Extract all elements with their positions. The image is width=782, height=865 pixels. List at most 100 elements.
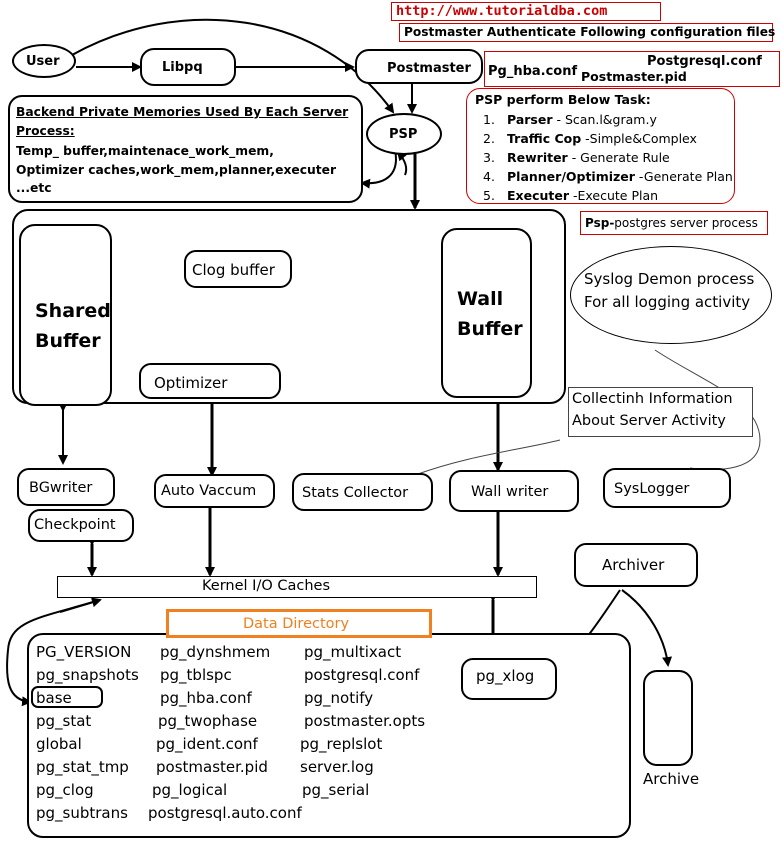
dir-item: pg_twophase	[158, 712, 258, 730]
wall-buffer-node: Wall Buffer	[441, 228, 532, 398]
psp-task-item: 5.Executer -Execute Plan	[483, 188, 659, 203]
dir-item: pg_serial	[302, 781, 370, 799]
backend-memory-box: Backend Private Memories Used By Each Se…	[8, 95, 363, 203]
dir-item: postgresql.auto.conf	[148, 804, 302, 822]
psp-definition: Psp-postgres server process	[585, 216, 758, 230]
backend-memory-line-1: Temp_ buffer,maintenace_work_mem,	[16, 144, 274, 158]
syslogger-label: SysLogger	[614, 481, 690, 497]
archiver-label: Archiver	[602, 556, 665, 574]
psp-backend-arrow	[360, 149, 397, 189]
dir-item: postmaster.pid	[156, 758, 268, 776]
shared-buffer-node: Shared Buffer	[19, 224, 112, 406]
kernel-base-curve-head	[59, 597, 102, 613]
psp-task-item: 3.Rewriter - Generate Rule	[483, 150, 670, 165]
auto-vaccum-node: Auto Vaccum	[154, 474, 275, 508]
clog-buffer-label: Clog buffer	[192, 261, 275, 279]
dir-item: server.log	[300, 758, 374, 776]
dir-item: pg_dynshmem	[160, 643, 271, 661]
dir-item: base	[36, 689, 72, 707]
dir-item: pg_clog	[36, 781, 94, 799]
wall-writer-label: Wall writer	[471, 484, 549, 500]
bgwriter-node: BGwriter	[17, 468, 115, 506]
stats-note-box: Collectinh Information About Server Acti…	[568, 387, 753, 437]
pg-xlog-label: pg_xlog	[476, 667, 535, 685]
optimizer-node: Optimizer	[139, 363, 281, 399]
archiver-node: Archiver	[574, 543, 698, 587]
syslog-bubble-line-2: For all logging activity	[584, 293, 751, 311]
syslogger-node: SysLogger	[603, 468, 731, 508]
stats-note-line-2: About Server Activity	[572, 413, 726, 429]
user-label: User	[26, 54, 60, 69]
dir-item: pg_subtrans	[36, 804, 128, 822]
shared-buffer-label-1: Shared	[35, 300, 111, 322]
dir-item: pg_logical	[152, 781, 228, 799]
wall-writer-node: Wall writer	[449, 470, 579, 512]
psp-task-item: 1.Parser - Scan.l&gram.y	[483, 112, 657, 127]
pg-xlog-node: pg_xlog	[461, 658, 557, 700]
psp-tasks-box: PSP perform Below Task: 1.Parser - Scan.…	[466, 88, 735, 204]
syslog-bubble-line-1: Syslog Demon process	[584, 270, 755, 288]
optimizer-label: Optimizer	[154, 374, 228, 392]
postgresql-conf-label: Postgresql.conf	[647, 54, 762, 69]
psp-definition-box: Psp-postgres server process	[580, 211, 768, 235]
dir-item: pg_stat_tmp	[36, 758, 129, 776]
pg-hba-conf-label: Pg_hba.conf	[488, 64, 578, 79]
backend-memory-line-2: Optimizer caches,work_mem,planner,execut…	[16, 163, 337, 177]
libpq-node: Libpq	[140, 48, 236, 86]
base-highlight	[31, 686, 103, 708]
user-node: User	[12, 44, 76, 78]
psp-task-item: 4.Planner/Optimizer -Generate Plan	[483, 169, 733, 184]
dir-item: pg_replslot	[300, 735, 383, 753]
dir-item: pg_ident.conf	[156, 735, 258, 753]
postmaster-node: Postmaster	[355, 49, 483, 84]
psp-task-item: 2.Traffic Cop -Simple&Complex	[483, 131, 697, 146]
dir-item: pg_snapshots	[36, 666, 139, 684]
stats-collector-node: Stats Collector	[292, 473, 433, 511]
dir-item: PG_VERSION	[36, 643, 132, 661]
dir-item: global	[36, 735, 82, 753]
libpq-label: Libpq	[162, 60, 203, 75]
data-directory-title-box: Data Directory	[166, 609, 432, 638]
dir-item: postgresql.conf	[304, 666, 420, 684]
dir-item: pg_multixact	[304, 643, 402, 661]
kernel-label: Kernel I/O Caches	[202, 578, 330, 594]
backend-memory-title-2: Process:	[16, 124, 75, 138]
dir-item: pg_hba.conf	[160, 689, 252, 707]
wall-buffer-label-2: Buffer	[457, 318, 523, 340]
psp-tasks-title: PSP perform Below Task:	[475, 92, 651, 107]
stats-note-line-1: Collectinh Information	[572, 391, 733, 407]
checkpoint-node: Checkpoint	[28, 509, 134, 542]
postmaster-label: Postmaster	[387, 61, 471, 76]
stats-connector	[414, 439, 561, 476]
auth-title: Postmaster Authenticate Following config…	[404, 25, 776, 39]
shared-buffer-label-2: Buffer	[35, 330, 101, 352]
postmaster-pid-label: Postmaster.pid	[581, 69, 687, 84]
dir-item: pg_stat	[36, 712, 92, 730]
data-directory-title: Data Directory	[243, 616, 350, 632]
psp-backend-arrow-2	[396, 150, 408, 176]
dir-item: postmaster.opts	[304, 712, 426, 730]
checkpoint-label: Checkpoint	[34, 517, 116, 533]
clog-buffer-node: Clog buffer	[184, 250, 292, 288]
psp-label: PSP	[389, 127, 418, 142]
bgwriter-label: BGwriter	[29, 480, 93, 496]
wall-buffer-label-1: Wall	[457, 288, 504, 310]
backend-memory-title-1: Backend Private Memories Used By Each Se…	[16, 105, 349, 119]
dir-item: pg_notify	[304, 689, 374, 707]
syslog-bubble: Syslog Demon process For all logging act…	[570, 246, 772, 344]
auto-vaccum-label: Auto Vaccum	[161, 483, 257, 499]
psp-tasks-list: 1.Parser - Scan.l&gram.y 2.Traffic Cop -…	[483, 110, 733, 205]
backend-memory-line-3: ...etc	[16, 181, 52, 195]
url-text: http://www.tutorialdba.com	[396, 3, 608, 19]
archiver-to-archive-arrow	[621, 589, 673, 667]
url-box: http://www.tutorialdba.com	[391, 2, 661, 21]
psp-node: PSP	[366, 113, 442, 155]
dir-item: pg_tblspc	[160, 666, 232, 684]
archive-label: Archive	[643, 770, 700, 788]
stats-collector-label: Stats Collector	[302, 485, 409, 501]
config-files-box: Pg_hba.conf Postgresql.conf Postmaster.p…	[484, 51, 780, 87]
kernel-io-caches: Kernel I/O Caches	[57, 576, 537, 598]
auth-title-box: Postmaster Authenticate Following config…	[399, 23, 776, 42]
archive-node	[643, 670, 693, 766]
kernel-base-curve	[6, 599, 101, 707]
